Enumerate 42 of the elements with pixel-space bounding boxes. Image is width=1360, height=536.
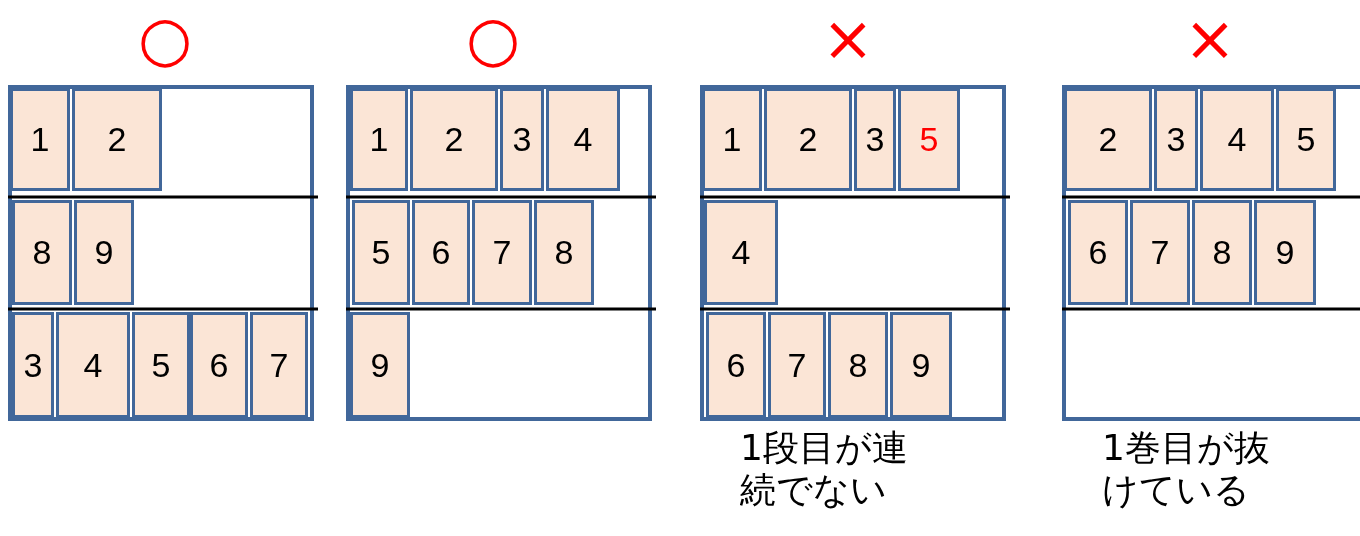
book: 2 (764, 88, 852, 191)
book: 6 (190, 312, 248, 418)
book: 6 (1068, 200, 1128, 305)
book: 4 (546, 88, 620, 191)
verdict-mark: × (1184, 8, 1236, 70)
caption-text: 1巻目が抜けている (1102, 427, 1271, 511)
book: 1 (10, 88, 70, 191)
book: 9 (74, 200, 134, 305)
book: 6 (412, 200, 470, 305)
book: 5 (898, 88, 960, 191)
book: 8 (12, 200, 72, 305)
book: 4 (56, 312, 130, 418)
book: 9 (890, 312, 952, 418)
book: 8 (828, 312, 888, 418)
book: 5 (132, 312, 190, 418)
book: 6 (706, 312, 766, 418)
verdict-mark: ○ (465, 8, 521, 70)
book: 9 (350, 312, 410, 418)
book: 3 (500, 88, 544, 191)
book: 3 (12, 312, 54, 418)
book: 7 (250, 312, 308, 418)
book: 8 (534, 200, 594, 305)
book: 5 (352, 200, 410, 305)
verdict-mark: ○ (137, 8, 193, 70)
book: 4 (1200, 88, 1274, 191)
book: 3 (854, 88, 896, 191)
verdict-mark: × (822, 8, 874, 70)
book: 8 (1192, 200, 1252, 305)
book: 3 (1154, 88, 1198, 191)
book: 1 (702, 88, 762, 191)
book: 7 (1130, 200, 1190, 305)
caption-text: 1段目が連続でない (740, 427, 909, 511)
book: 1 (350, 88, 408, 191)
book: 7 (768, 312, 826, 418)
book: 5 (1276, 88, 1336, 191)
book: 2 (410, 88, 498, 191)
book: 4 (704, 200, 778, 305)
book: 7 (472, 200, 532, 305)
book: 2 (72, 88, 162, 191)
book: 9 (1254, 200, 1316, 305)
bookshelf (1062, 85, 1360, 421)
book: 2 (1064, 88, 1152, 191)
